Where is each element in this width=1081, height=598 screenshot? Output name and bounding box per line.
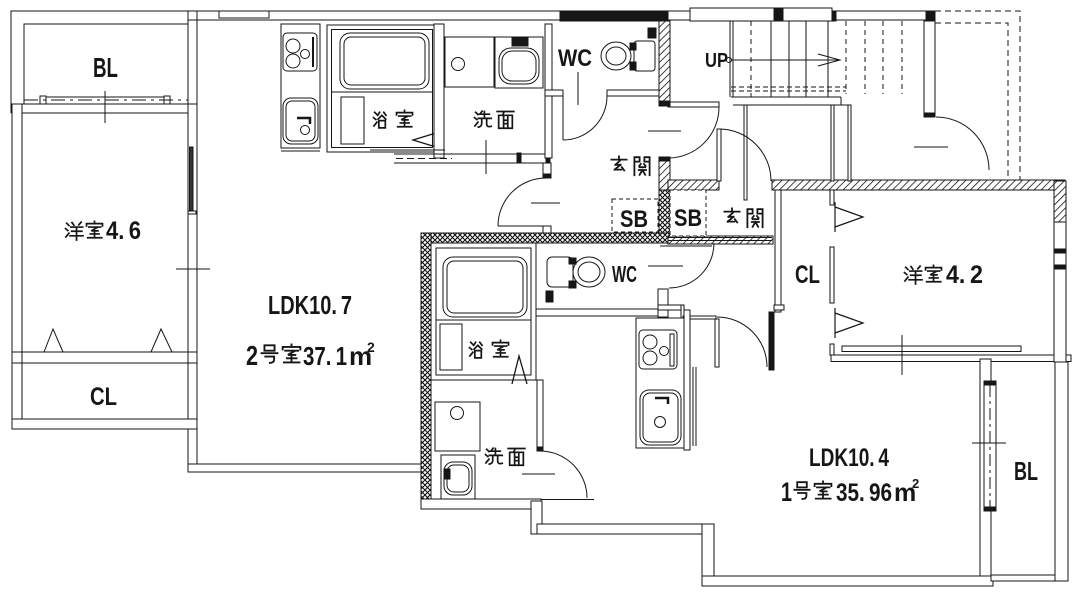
svg-text:2: 2: [367, 339, 375, 355]
svg-text:CL: CL: [795, 261, 820, 289]
svg-text:m: m: [894, 479, 916, 507]
svg-text:LDK10. 4: LDK10. 4: [809, 444, 889, 472]
svg-text:4. 6: 4. 6: [106, 217, 141, 245]
svg-text:1: 1: [781, 477, 792, 507]
svg-text:2: 2: [912, 476, 919, 491]
svg-text:BL: BL: [1014, 456, 1038, 486]
svg-text:SB: SB: [674, 205, 702, 232]
svg-text:WC: WC: [612, 261, 637, 287]
svg-text:4. 2: 4. 2: [946, 261, 983, 289]
svg-text:37. 1: 37. 1: [303, 341, 347, 371]
svg-text:SB: SB: [620, 206, 648, 233]
svg-text:CL: CL: [90, 383, 117, 411]
svg-text:WC: WC: [558, 45, 592, 72]
svg-text:2: 2: [246, 340, 258, 371]
svg-text:UP: UP: [705, 50, 728, 72]
svg-text:BL: BL: [93, 52, 118, 83]
svg-text:LDK10. 7: LDK10. 7: [268, 290, 352, 320]
svg-text:35. 96: 35. 96: [836, 479, 892, 507]
svg-text:m: m: [349, 341, 372, 371]
